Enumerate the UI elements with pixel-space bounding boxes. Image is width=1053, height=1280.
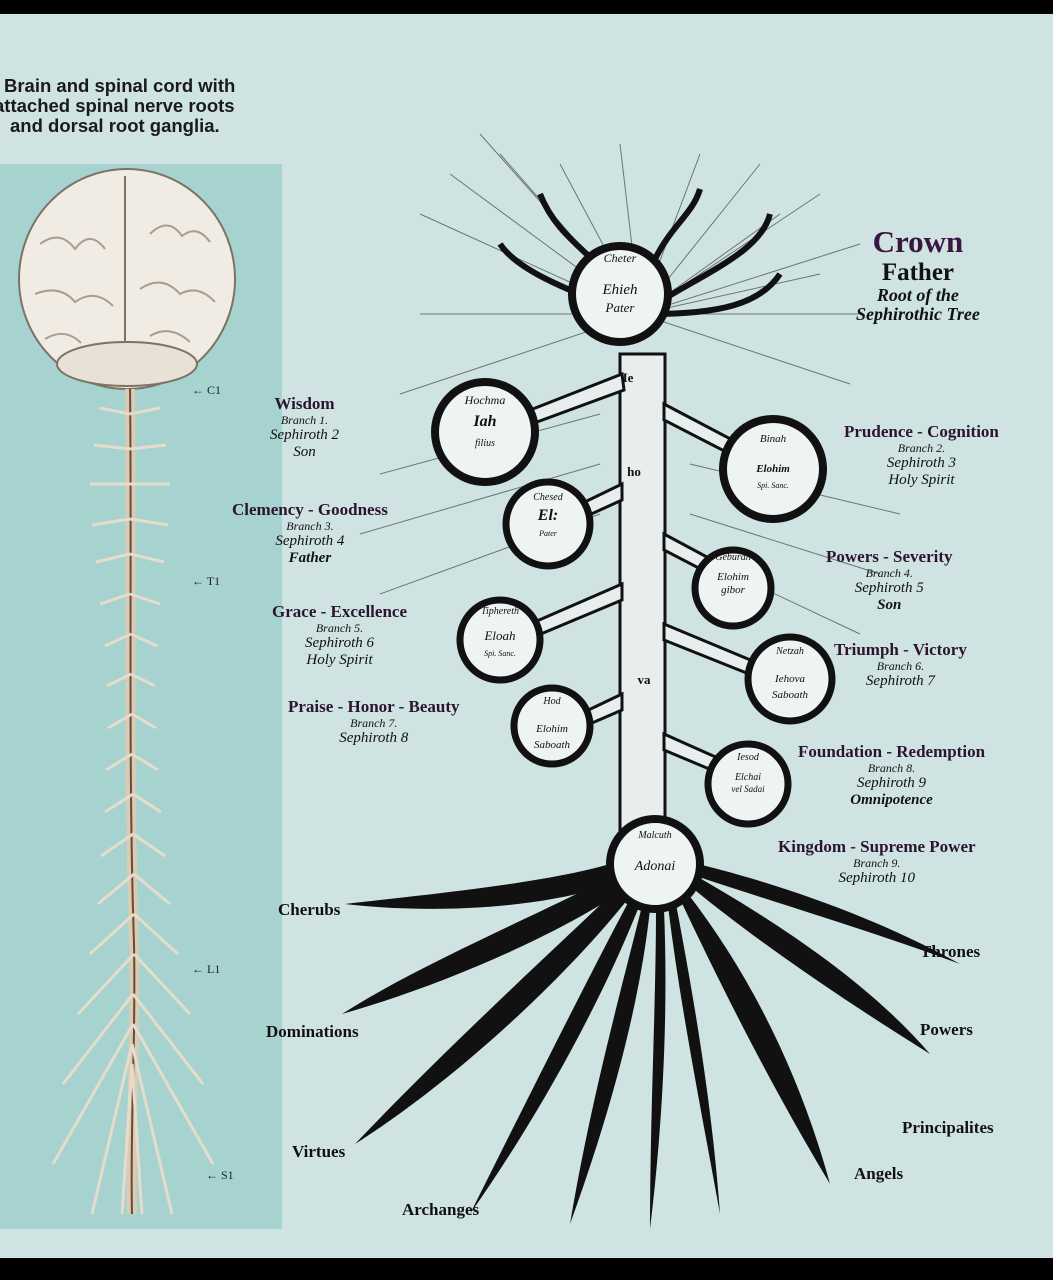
label-triumph: Triumph - Victory Branch 6. Sephiroth 7 bbox=[834, 640, 967, 690]
label-branch: Branch 3. bbox=[286, 519, 334, 533]
label-title: Wisdom bbox=[274, 394, 335, 413]
trunk-letter-va: va bbox=[638, 672, 652, 687]
label-person: Son bbox=[293, 444, 316, 460]
circle-name-netzah: Iehova bbox=[774, 673, 805, 685]
circle-sub-netzah: Saboath bbox=[772, 689, 809, 701]
label-sephiroth: Sephiroth 5 bbox=[854, 580, 924, 596]
label-branch: Branch 4. bbox=[865, 566, 913, 580]
circle-sub-iesod: vel Sadai bbox=[731, 784, 765, 794]
crown-label: Crown Father Root of the Sephirothic Tre… bbox=[856, 224, 980, 324]
circle-sub-binah: Spi. Sanc. bbox=[757, 481, 789, 490]
circle-name-malkuth: Adonai bbox=[634, 859, 676, 874]
illustration-frame: Brain and spinal cord with attached spin… bbox=[0, 14, 1053, 1258]
label-sephiroth: Sephiroth 3 bbox=[886, 455, 956, 471]
circle-name-tiphereth: Eloah bbox=[483, 628, 515, 643]
label-sephiroth: Sephiroth 8 bbox=[339, 730, 409, 746]
caption: Brain and spinal cord with attached spin… bbox=[0, 76, 300, 136]
crown-subtitle: Father bbox=[881, 259, 955, 286]
label-sephiroth: Sephiroth 7 bbox=[865, 673, 935, 689]
label-clemency: Clemency - Goodness Branch 3. Sephiroth … bbox=[232, 500, 388, 567]
choir-thrones: Thrones bbox=[920, 942, 981, 961]
circle-name-chesed: El: bbox=[537, 507, 558, 524]
circle-ring-chesed: Chesed bbox=[533, 492, 563, 503]
circle-ring-hochma: Hochma bbox=[464, 393, 506, 407]
circle-ring-malkuth: Malcuth bbox=[637, 830, 671, 841]
label-title: Powers - Severity bbox=[826, 547, 953, 566]
choir-powers: Powers bbox=[920, 1020, 973, 1039]
label-person: Son bbox=[877, 597, 902, 613]
label-person: Holy Spirit bbox=[306, 652, 373, 668]
label-title: Clemency - Goodness bbox=[232, 500, 388, 519]
circle-sub-hochma: filius bbox=[475, 438, 495, 449]
crown-line: Root of the bbox=[876, 285, 959, 305]
circle-name-iesod: Elchai bbox=[734, 772, 761, 783]
label-person: Holy Spirit bbox=[888, 472, 955, 488]
label-powers: Powers - Severity Branch 4. Sephiroth 5 … bbox=[826, 547, 953, 614]
crown-line: Sephirothic Tree bbox=[856, 304, 980, 324]
label-prudence: Prudence - Cognition Branch 2. Sephiroth… bbox=[844, 422, 999, 489]
label-branch: Branch 5. bbox=[315, 621, 364, 635]
choir-cherubs: Cherubs bbox=[278, 900, 341, 919]
crown-title: Crown bbox=[872, 224, 964, 259]
circle-ring-tiphereth: Tiphereth bbox=[481, 606, 519, 617]
label-title: Praise - Honor - Beauty bbox=[288, 697, 460, 716]
label-praise: Praise - Honor - Beauty Branch 7. Sephir… bbox=[288, 697, 460, 747]
circle-name-hod: Elohim bbox=[535, 723, 568, 735]
circle-ring-netzah: Netzah bbox=[775, 646, 804, 657]
label-sephiroth: Sephiroth 10 bbox=[838, 870, 916, 886]
circle-sub-tiphereth: Spi. Sanc. bbox=[484, 649, 516, 658]
brain-spinal-cord-illustration bbox=[18, 168, 236, 1215]
circle-name-binah: Elohim bbox=[755, 463, 790, 475]
label-title: Prudence - Cognition bbox=[844, 422, 999, 441]
label-title: Grace - Excellence bbox=[272, 602, 407, 621]
label-foundation: Foundation - Redemption Branch 8. Sephir… bbox=[798, 742, 985, 809]
label-wisdom: Wisdom Branch 1. Sephiroth 2 Son bbox=[270, 394, 339, 461]
circle-name-kether: Ehieh bbox=[602, 282, 638, 298]
choir-virtues: Virtues bbox=[292, 1142, 346, 1161]
circle-name-geburah: Elohim bbox=[716, 571, 749, 583]
circle-ring-geburah: Geburah bbox=[715, 552, 751, 563]
choir-archanges: Archanges bbox=[402, 1200, 480, 1219]
vertebra-label-s1: ← S1 bbox=[206, 1168, 234, 1182]
trunk-letter-ie: Ie bbox=[623, 370, 634, 385]
label-branch: Branch 8. bbox=[867, 761, 916, 775]
caption-line: attached spinal nerve roots bbox=[0, 95, 235, 116]
label-sephiroth: Sephiroth 4 bbox=[275, 533, 345, 549]
label-sephiroth: Sephiroth 6 bbox=[304, 635, 375, 651]
vertebra-label-t1: ← T1 bbox=[192, 574, 221, 588]
vertebra-label-c1: ← C1 bbox=[192, 383, 222, 397]
circle-sub-kether: Pater bbox=[605, 300, 636, 315]
circle-sub-geburah: gibor bbox=[721, 584, 746, 596]
circle-sub-chesed: Pater bbox=[538, 529, 558, 538]
circle-sub-hod: Saboath bbox=[534, 739, 571, 751]
label-grace: Grace - Excellence Branch 5. Sephiroth 6… bbox=[272, 602, 407, 669]
choir-angels: Angels bbox=[854, 1164, 904, 1183]
label-branch: Branch 9. bbox=[853, 856, 901, 870]
choir-principalites: Principalites bbox=[902, 1118, 994, 1137]
caption-line: Brain and spinal cord with bbox=[4, 75, 236, 96]
label-branch: Branch 7. bbox=[350, 716, 398, 730]
label-person: Father bbox=[288, 550, 332, 566]
label-sephiroth: Sephiroth 9 bbox=[857, 775, 927, 791]
sephirothic-tree-illustration: Ehieh Pater Cheter Iah filius Hochma Elo… bbox=[342, 133, 960, 1229]
label-title: Foundation - Redemption bbox=[798, 742, 986, 761]
label-kingdom: Kingdom - Supreme Power Branch 9. Sephir… bbox=[778, 837, 976, 887]
vertebra-label-l1: ← L1 bbox=[192, 962, 221, 976]
label-person: Omnipotence bbox=[850, 792, 933, 808]
circle-ring-iesod: Iesod bbox=[736, 752, 760, 763]
choir-dominations: Dominations bbox=[266, 1022, 359, 1041]
label-branch: Branch 6. bbox=[876, 659, 925, 673]
brain-panel bbox=[0, 164, 282, 1229]
circle-name-hochma: Iah bbox=[472, 413, 496, 430]
label-branch: Branch 1. bbox=[280, 413, 329, 427]
label-sephiroth: Sephiroth 2 bbox=[270, 427, 340, 443]
caption-line: and dorsal root ganglia. bbox=[10, 115, 220, 136]
trunk-letter-ho: ho bbox=[627, 464, 641, 479]
label-branch: Branch 2. bbox=[897, 441, 946, 455]
circle-ring-binah: Binah bbox=[760, 433, 787, 445]
label-title: Kingdom - Supreme Power bbox=[778, 837, 976, 856]
circle-ring-kether: Cheter bbox=[604, 251, 637, 265]
label-title: Triumph - Victory bbox=[834, 640, 967, 659]
circle-ring-hod: Hod bbox=[542, 696, 561, 707]
